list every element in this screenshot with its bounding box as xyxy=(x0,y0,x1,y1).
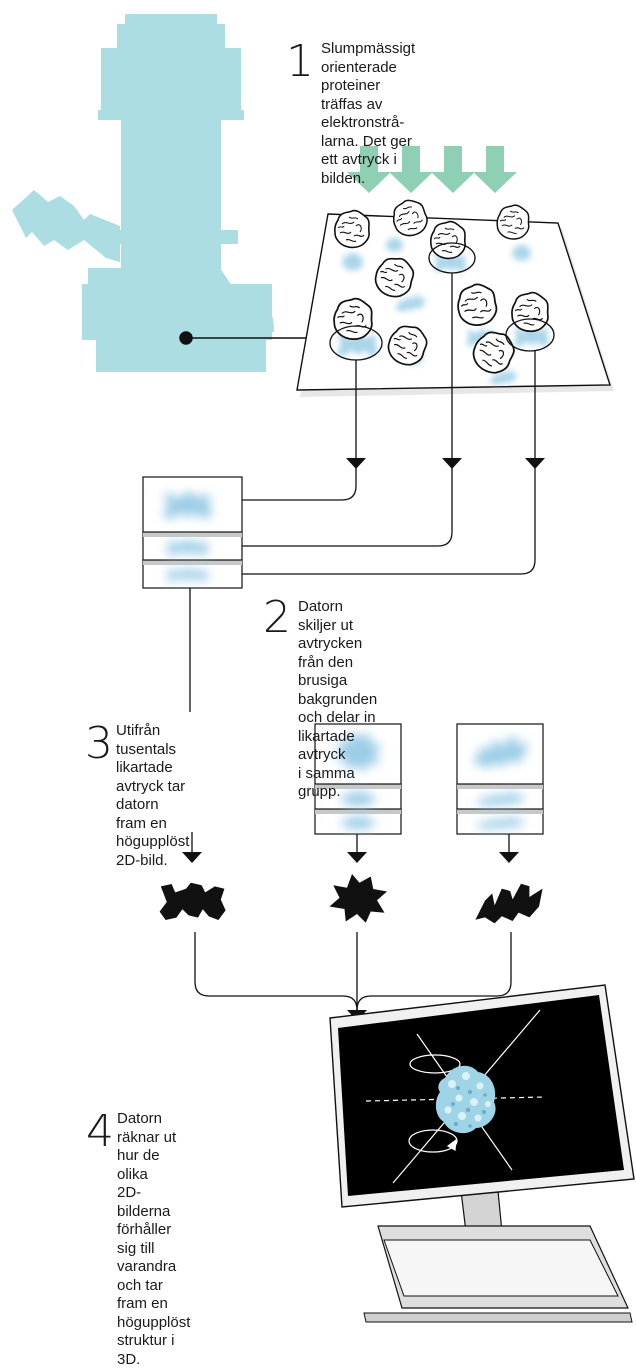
computer-monitor-icon xyxy=(329,984,635,1323)
rotation-arrow-icon xyxy=(408,1054,461,1153)
step-number: 1 xyxy=(286,36,314,87)
electron-microscope-icon xyxy=(12,14,274,372)
image-stack-icon xyxy=(456,723,544,835)
image-stack-icon xyxy=(314,723,402,835)
3d-protein-model-icon xyxy=(435,1065,496,1134)
step-description: Datorn skiljer ut avtrycken från den bru… xyxy=(298,598,378,800)
down-arrows xyxy=(182,832,519,863)
electron-beam-arrow-icon xyxy=(347,146,517,193)
step-number: 2 xyxy=(263,592,291,643)
merge-connector xyxy=(194,932,512,1011)
connector-lines xyxy=(240,273,536,575)
step-description: Utifrån tusentals likartade avtryck tar … xyxy=(116,722,190,869)
microscope-pointer xyxy=(179,331,316,345)
cryo-em-infographic: 1 Slumpmässigt orienterade proteiner trä… xyxy=(12,14,635,1368)
step-number: 3 xyxy=(85,718,113,769)
connector-arrowheads xyxy=(346,458,545,469)
step-number: 4 xyxy=(86,1106,114,1157)
step-description: Datorn räknar ut hur de olika 2D-bildern… xyxy=(117,1110,191,1368)
infographic-artwork xyxy=(12,14,635,1323)
2d-class-average-icon xyxy=(159,874,543,924)
image-stack-icon xyxy=(142,476,243,589)
step-description: Slumpmässigt orienterade proteiner träff… xyxy=(321,40,416,187)
